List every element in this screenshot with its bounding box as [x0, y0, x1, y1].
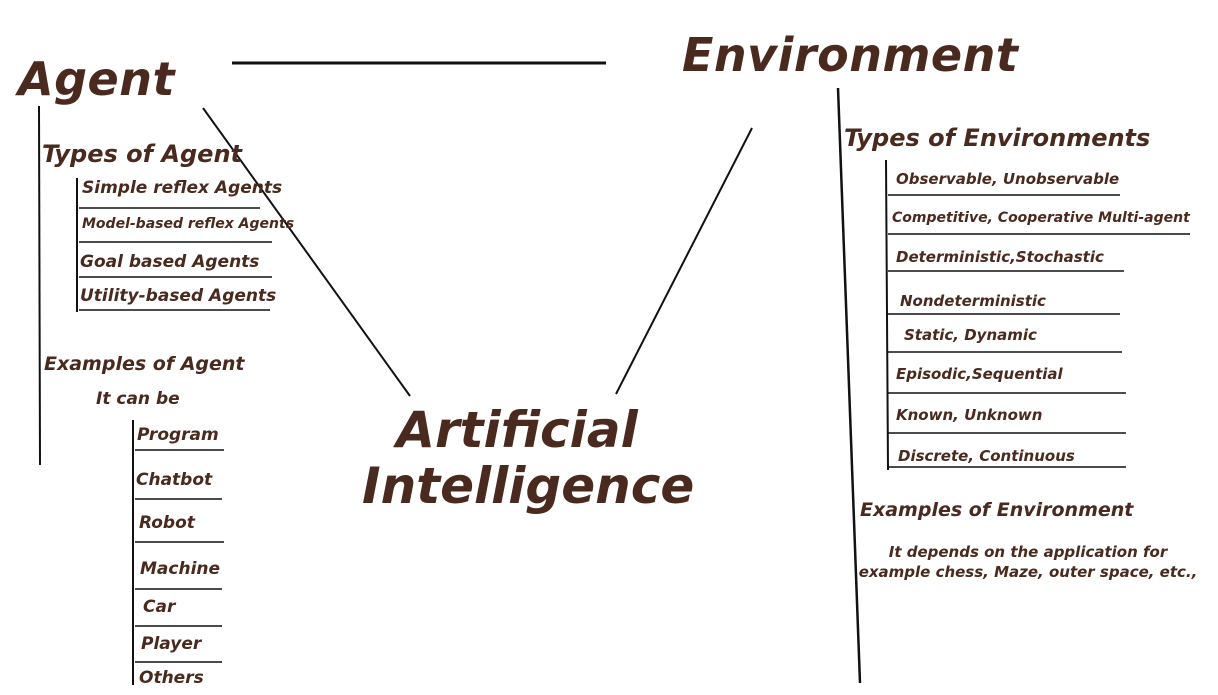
environment-type-3: Deterministic,Stochastic	[896, 248, 1104, 266]
environment-examples-note: It depends on the application for exampl…	[858, 542, 1198, 582]
agent-title: Agent	[18, 52, 175, 106]
environment-type-4: Nondeterministic	[900, 292, 1046, 310]
environment-type-1: Observable, Unobservable	[896, 170, 1120, 188]
agent-example-5: Car	[143, 597, 176, 617]
agent-type-1: Simple reflex Agents	[82, 178, 283, 198]
environment-type-5: Static, Dynamic	[904, 326, 1037, 344]
agent-examples-intro: It can be	[96, 389, 180, 409]
environment-type-8: Discrete, Continuous	[898, 447, 1075, 465]
environment-examples-line-1: It depends on the application for	[888, 543, 1168, 561]
environment-types-bracket	[885, 159, 889, 471]
agent-example-1: Program	[137, 425, 219, 445]
environment-examples-line-2: example chess, Maze, outer space, etc.,	[858, 563, 1198, 581]
agent-type-4: Utility-based Agents	[80, 286, 277, 306]
environment-examples-heading: Examples of Environment	[860, 499, 1134, 521]
agent-example-7: Others	[139, 668, 204, 688]
environment-types-heading: Types of Environments	[844, 124, 1151, 152]
agent-type-3: Goal based Agents	[80, 252, 260, 272]
agent-example-2: Chatbot	[136, 470, 213, 490]
environment-title: Environment	[682, 28, 1019, 82]
agent-ai-connector	[202, 107, 411, 397]
environment-type-6: Episodic,Sequential	[896, 365, 1063, 383]
center-title: Artificial Intelligence	[362, 401, 695, 515]
environment-trunk	[836, 87, 862, 684]
environment-type-2: Competitive, Cooperative Multi-agent	[892, 210, 1190, 226]
center-title-line-1: Artificial	[396, 401, 638, 459]
agent-example-4: Machine	[140, 559, 221, 579]
agent-type-2: Model-based reflex Agents	[82, 216, 295, 232]
center-title-line-2: Intelligence	[362, 457, 695, 515]
environment-ai-connector	[615, 127, 753, 395]
agent-types-heading: Types of Agent	[42, 140, 243, 168]
agent-example-3: Robot	[139, 513, 195, 533]
environment-type-7: Known, Unknown	[896, 406, 1043, 424]
agent-example-6: Player	[141, 634, 202, 654]
agent-trunk	[38, 105, 41, 466]
agent-examples-heading: Examples of Agent	[44, 353, 245, 375]
